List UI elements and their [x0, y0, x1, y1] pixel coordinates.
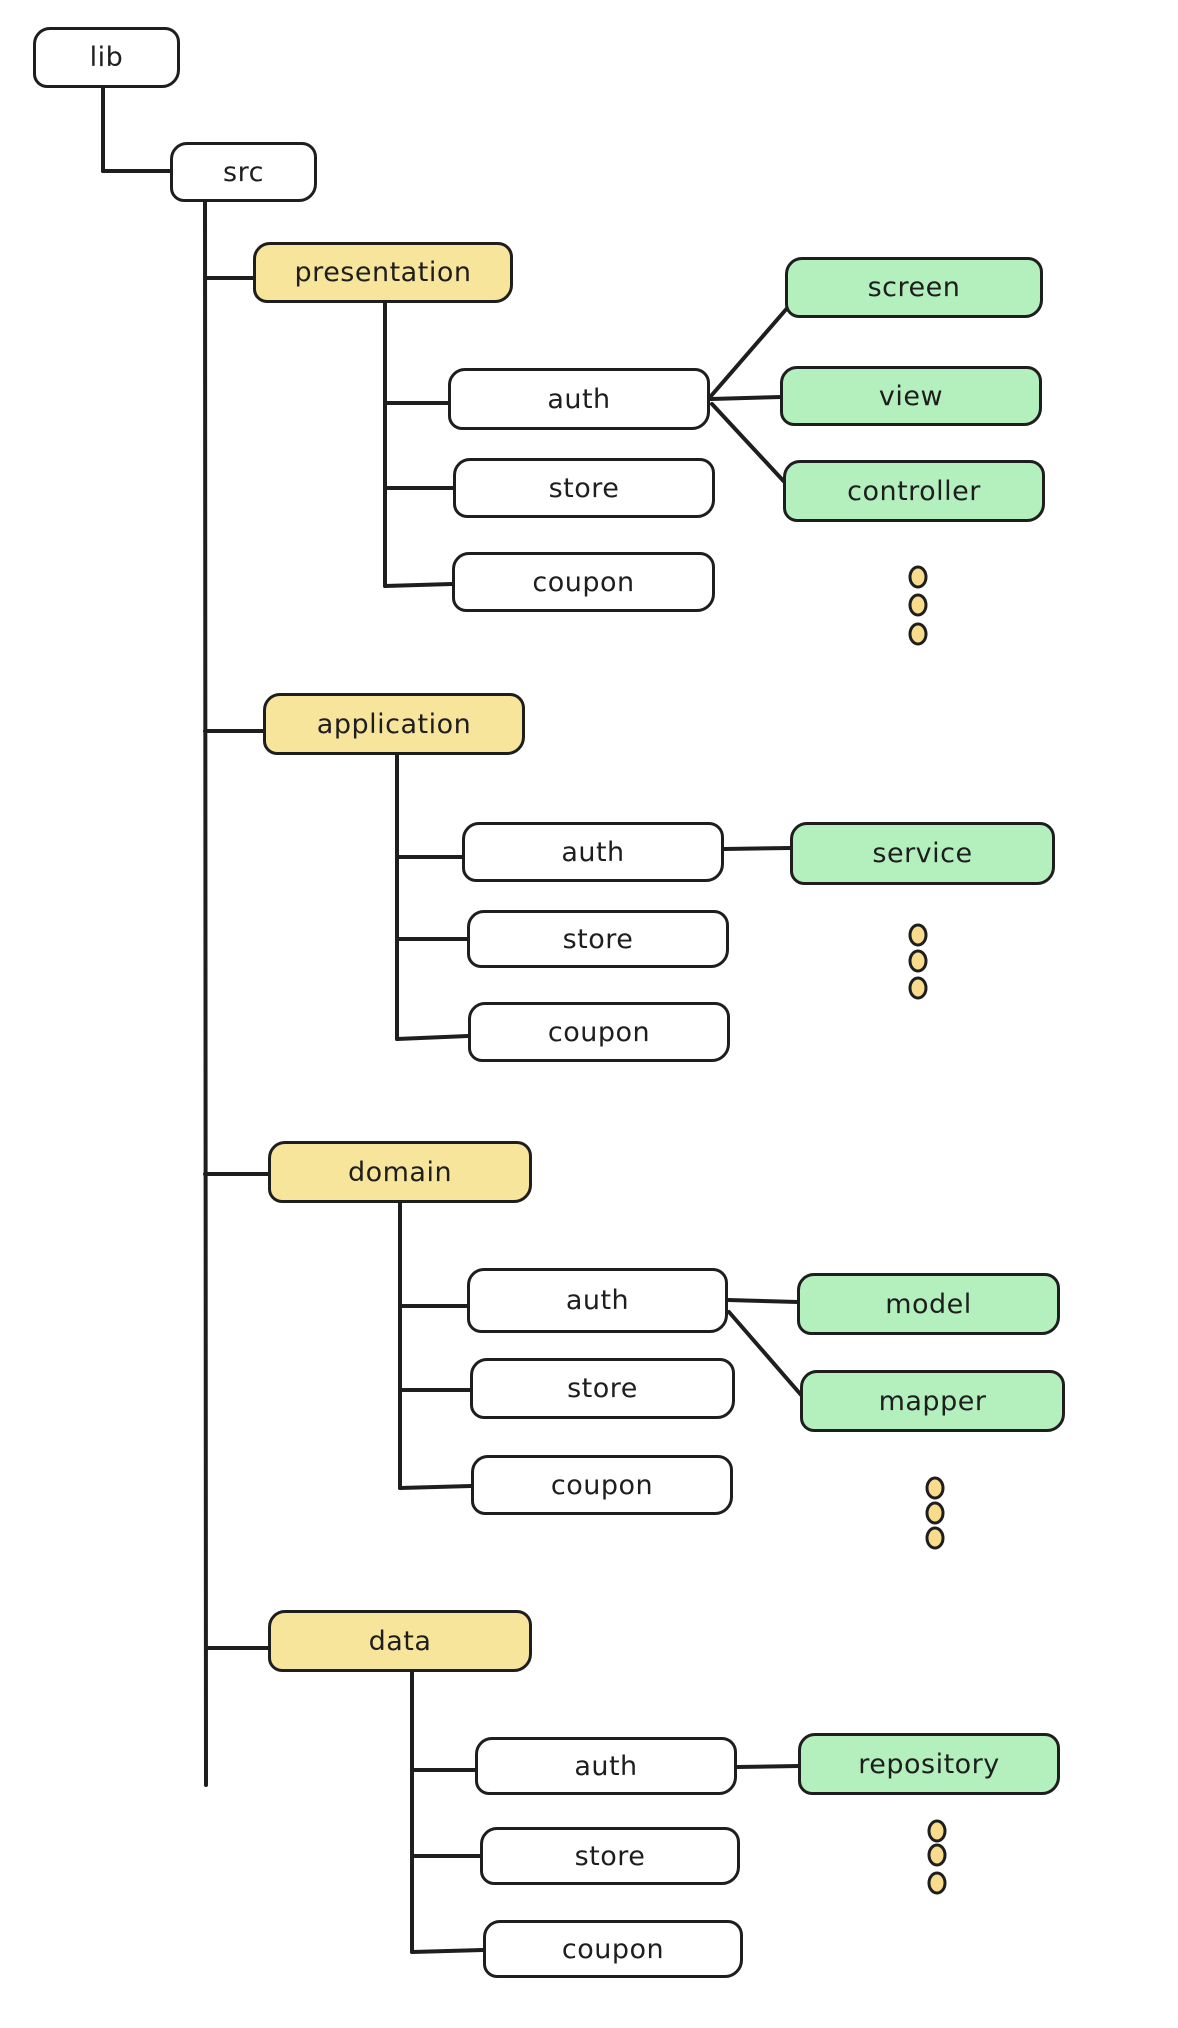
- node-domain: domain: [268, 1141, 532, 1203]
- node-presentation: presentation: [253, 242, 513, 303]
- node-mapper: mapper: [800, 1370, 1065, 1432]
- node-data: data: [268, 1610, 532, 1672]
- node-data-auth: auth: [475, 1737, 737, 1795]
- node-src: src: [170, 142, 317, 202]
- node-lib: lib: [33, 27, 180, 88]
- node-service: service: [790, 822, 1055, 885]
- presentation-more-dots: [908, 565, 928, 646]
- node-application-auth: auth: [462, 822, 724, 882]
- node-presentation-coupon: coupon: [452, 552, 715, 612]
- node-controller: controller: [783, 460, 1045, 522]
- node-application-coupon: coupon: [468, 1002, 730, 1062]
- data-more-dots: [927, 1819, 947, 1895]
- node-domain-store: store: [470, 1358, 735, 1419]
- node-view: view: [780, 366, 1042, 426]
- node-presentation-store: store: [453, 458, 715, 518]
- node-repository: repository: [798, 1733, 1060, 1795]
- application-more-dots: [908, 923, 928, 1000]
- node-application-store: store: [467, 910, 729, 968]
- node-domain-auth: auth: [467, 1268, 728, 1333]
- node-domain-coupon: coupon: [471, 1455, 733, 1515]
- node-model: model: [797, 1273, 1060, 1335]
- domain-more-dots: [925, 1476, 945, 1550]
- node-screen: screen: [785, 257, 1043, 318]
- node-presentation-auth: auth: [448, 368, 710, 430]
- node-application: application: [263, 693, 525, 755]
- node-data-store: store: [480, 1827, 740, 1885]
- node-data-coupon: coupon: [483, 1920, 743, 1978]
